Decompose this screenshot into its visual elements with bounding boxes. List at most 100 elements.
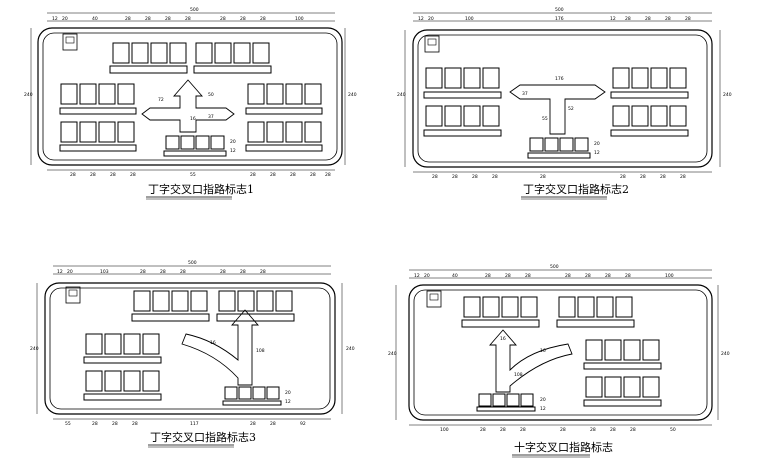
dim-label: 28 xyxy=(325,172,331,178)
dim-label: 28 xyxy=(270,172,276,178)
dim-label: 28 xyxy=(165,16,171,22)
sign-panel-3: 500 12 20 103 28 28 28 28 28 28 240 240 xyxy=(30,260,355,448)
dim-label: 108 xyxy=(514,372,523,378)
dim-label: 28 xyxy=(560,427,566,433)
dim-label: 12 xyxy=(285,399,291,405)
sign-frame-outer xyxy=(408,284,713,421)
side-total-dim: 240 xyxy=(30,346,39,352)
destination-group-right xyxy=(610,67,689,137)
dim-label: 28 xyxy=(660,174,666,180)
dim-label: 52 xyxy=(568,106,574,112)
sign-frame-outer xyxy=(44,282,336,415)
dim-label: 55 xyxy=(65,421,71,427)
sign-frame-inner xyxy=(417,34,708,163)
dim-label: 103 xyxy=(100,269,109,275)
panel-caption-2: 丁字交叉口指路标志2 xyxy=(523,182,629,196)
top-dimension-chain-3: 500 12 20 103 28 28 28 28 28 28 xyxy=(53,260,331,275)
dim-label: 12 xyxy=(418,16,424,22)
dim-label: 28 xyxy=(160,269,166,275)
dim-label: 20 xyxy=(540,397,546,403)
dim-label: 37 xyxy=(522,91,528,97)
dim-label: 55 xyxy=(190,172,196,178)
dim-label: 28 xyxy=(270,421,276,427)
bottom-dimension-chain-2: 28 28 28 28 28 28 28 28 28 xyxy=(413,171,712,180)
dim-label: 20 xyxy=(428,16,434,22)
destination-group-top-right xyxy=(193,42,272,74)
dim-label: 28 xyxy=(290,172,296,178)
dim-label: 28 xyxy=(432,174,438,180)
top-total-dim-2: 500 xyxy=(555,7,564,13)
route-logo-icon xyxy=(424,35,440,53)
top-total-dim-4: 500 xyxy=(550,264,559,270)
destination-group-left xyxy=(423,67,502,137)
dim-label: 28 xyxy=(685,16,691,22)
dim-label: 28 xyxy=(680,174,686,180)
sign-panel-1: 500 12 20 40 28 28 28 28 28 28 28 100 24… xyxy=(24,7,357,200)
dim-label: 12 xyxy=(414,273,420,279)
dim-label: 28 xyxy=(620,174,626,180)
route-logo-icon xyxy=(65,286,81,304)
side-total-dim: 240 xyxy=(397,92,406,98)
dim-label: 72 xyxy=(158,97,164,103)
sign-panel-2: 500 12 20 100 176 12 28 28 28 28 240 240 xyxy=(397,7,732,200)
dim-label: 50 xyxy=(208,92,214,98)
junction-arrow xyxy=(489,329,573,393)
destination-group-top-right xyxy=(216,290,295,322)
dim-label: 28 xyxy=(630,427,636,433)
dim-label: 100 xyxy=(465,16,474,22)
destination-group-right xyxy=(245,83,323,152)
dim-label: 16 xyxy=(500,336,506,342)
dim-label: 28 xyxy=(250,172,256,178)
dim-label: 176 xyxy=(555,76,564,82)
dim-label: 28 xyxy=(240,16,246,22)
dim-label: 40 xyxy=(452,273,458,279)
dim-label: 28 xyxy=(485,273,491,279)
dim-label: 176 xyxy=(555,16,564,22)
side-total-dim: 240 xyxy=(24,92,33,98)
side-total-dim: 240 xyxy=(388,351,397,357)
top-dimension-chain-1: 500 12 20 40 28 28 28 28 28 28 28 100 xyxy=(47,7,335,22)
dim-label: 20 xyxy=(424,273,430,279)
dim-label: 20 xyxy=(230,139,236,145)
junction-arrow xyxy=(509,84,606,135)
dim-label: 28 xyxy=(180,269,186,275)
dim-label: 28 xyxy=(625,16,631,22)
dim-label: 20 xyxy=(594,141,600,147)
dim-label: 108 xyxy=(256,348,265,354)
dim-label: 20 xyxy=(285,390,291,396)
dim-label: 40 xyxy=(92,16,98,22)
destination-group-bottom xyxy=(527,137,591,159)
dim-label: 12 xyxy=(610,16,616,22)
dim-label: 12 xyxy=(594,150,600,156)
dim-label: 28 xyxy=(505,273,511,279)
dim-label: 16 xyxy=(540,348,546,354)
dim-label: 28 xyxy=(500,427,506,433)
destination-group-top-left xyxy=(131,290,210,322)
dim-label: 28 xyxy=(70,172,76,178)
side-total-dim: 240 xyxy=(346,346,355,352)
bottom-dimension-chain-3: 55 28 28 28 117 28 28 92 xyxy=(53,418,331,427)
dim-label: 50 xyxy=(670,427,676,433)
dim-label: 28 xyxy=(645,16,651,22)
dim-label: 28 xyxy=(220,16,226,22)
panel-caption-4: 十字交叉口指路标志 xyxy=(514,440,613,454)
route-logo-icon xyxy=(62,33,78,51)
dim-label: 28 xyxy=(590,427,596,433)
dim-label: 12 xyxy=(540,406,546,412)
side-dimension-chain-3: 240 240 xyxy=(30,283,355,414)
route-logo-icon xyxy=(426,290,442,308)
dim-label: 100 xyxy=(665,273,674,279)
dim-label: 28 xyxy=(90,172,96,178)
dim-label: 28 xyxy=(145,16,151,22)
sign-frame-outer xyxy=(37,27,343,166)
panel-caption-3: 丁字交叉口指路标志3 xyxy=(150,430,256,444)
dim-label: 28 xyxy=(610,427,616,433)
dim-label: 12 xyxy=(230,148,236,154)
sign-frame-outer xyxy=(412,29,713,168)
dim-label: 28 xyxy=(260,16,266,22)
dim-label: 28 xyxy=(185,16,191,22)
dim-label: 28 xyxy=(260,269,266,275)
dim-label: 28 xyxy=(640,174,646,180)
side-dimension-chain-1: 240 240 xyxy=(24,28,357,165)
